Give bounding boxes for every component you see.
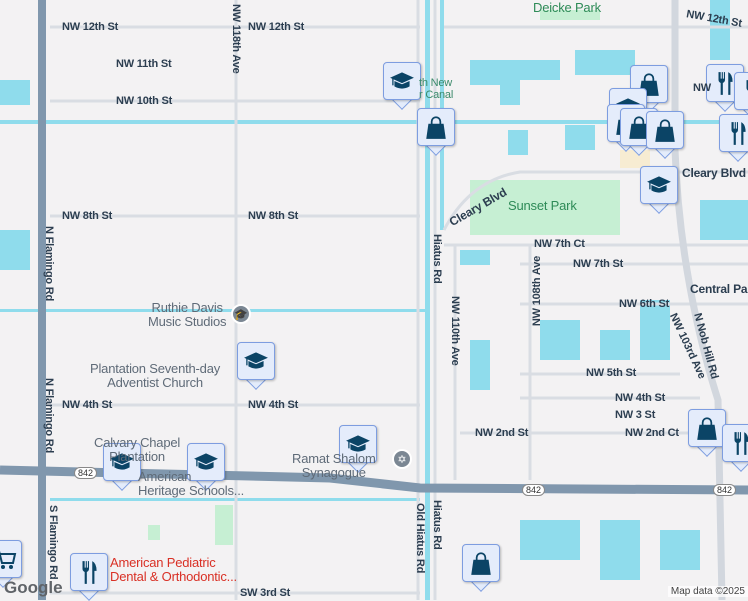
street-label: NW 118th Ave: [230, 4, 242, 74]
poi-label-ruthie-davis[interactable]: Ruthie Davis Music Studios: [148, 300, 227, 329]
shopping-marker[interactable]: [688, 409, 726, 457]
street-label: SW 3rd St: [240, 587, 291, 599]
route-shield: 842: [713, 484, 737, 496]
graduation-cap-icon: [390, 72, 414, 89]
shopping-bag-icon: [696, 417, 718, 441]
shopping-marker[interactable]: [646, 111, 684, 159]
school-marker[interactable]: [237, 342, 275, 390]
street-label: NW 4th St: [62, 399, 113, 411]
street-label: Cleary Blvd: [682, 166, 746, 180]
school-marker[interactable]: [640, 166, 678, 214]
shopping-bag-icon: [654, 119, 676, 143]
school-marker[interactable]: [339, 425, 377, 473]
park-label[interactable]: Deicke Park: [533, 0, 601, 15]
street-label: NW 11th St: [116, 58, 172, 70]
school-marker[interactable]: [103, 443, 141, 491]
restaurant-marker[interactable]: [734, 72, 748, 120]
route-shield: 842: [74, 467, 98, 479]
canal-label: th New r Canal: [419, 77, 454, 101]
street-label: S Flamingo Rd: [47, 505, 59, 580]
street-label: NW 7th Ct: [534, 238, 585, 250]
parks: [148, 10, 620, 545]
street-label: NW 5th St: [586, 367, 637, 379]
shopping-bag-icon: [425, 116, 447, 140]
street-label: NW 3 St: [615, 409, 656, 421]
street-label: NW: [693, 82, 711, 94]
graduation-cap-icon: [647, 176, 671, 193]
fork-knife-icon: [746, 80, 748, 103]
street-network: [50, 0, 748, 600]
grocery-marker[interactable]: [0, 540, 22, 588]
poi-label-plantation-church[interactable]: Plantation Seventh-day Adventist Church: [90, 361, 221, 390]
street-label: N Flamingo Rd: [43, 226, 55, 302]
street-label: Central Pa: [690, 282, 748, 296]
fork-knife-icon: [731, 122, 746, 145]
street-label: N Flamingo Rd: [43, 378, 55, 454]
restaurant-marker[interactable]: [722, 424, 748, 472]
graduation-cap-icon: [244, 352, 268, 369]
restaurant-marker[interactable]: [719, 114, 748, 162]
street-label: NW 4th St: [615, 392, 666, 404]
poi-label-pediatric-dental[interactable]: American Pediatric Dental & Orthodontic.…: [110, 555, 237, 584]
fork-knife-icon: [734, 432, 748, 455]
restaurant-marker[interactable]: [70, 553, 108, 601]
poi-label-ramat-shalom[interactable]: Ramat Shalom Synagogue: [292, 451, 376, 480]
poi-label-calvary[interactable]: Calvary Chapel Plantation: [94, 435, 181, 464]
map-attribution[interactable]: Map data ©2025: [667, 586, 748, 597]
street-label: Hiatus Rd: [431, 234, 443, 284]
poi-label-american-heritage[interactable]: American Heritage Schools...: [138, 469, 245, 498]
street-label: NW 8th St: [248, 210, 299, 222]
street-label: NW 7th St: [573, 258, 624, 270]
shopping-cart-icon: [0, 550, 16, 570]
street-label: NW 12th St: [62, 21, 119, 33]
street-label: Hiatus Rd: [431, 500, 443, 550]
street-label: NW 110th Ave: [449, 296, 461, 366]
street-label: NW 108th Ave: [531, 255, 544, 327]
google-logo: Google: [4, 578, 63, 597]
school-marker[interactable]: [187, 443, 225, 491]
school-marker[interactable]: [383, 62, 421, 110]
street-label: NW 8th St: [62, 210, 113, 222]
synagogue-pin-icon[interactable]: ✡: [392, 449, 412, 469]
street-label: NW 2nd St: [475, 427, 529, 439]
shopping-marker[interactable]: [462, 544, 500, 592]
street-label: NW 4th St: [248, 399, 299, 411]
street-label: NW 2nd Ct: [625, 427, 679, 439]
fork-knife-icon: [82, 561, 97, 584]
highway-842: [0, 465, 748, 495]
shopping-bag-icon: [470, 552, 492, 576]
street-label: NW 6th St: [619, 298, 670, 310]
shopping-marker[interactable]: [417, 108, 455, 156]
school-pin-icon[interactable]: 🎓: [231, 304, 251, 324]
street-label: NW 10th St: [116, 95, 173, 107]
flamingo-road: [38, 0, 46, 600]
street-label: NW 12th St: [248, 21, 305, 33]
park-label[interactable]: Sunset Park: [508, 198, 577, 213]
street-label: Old Hiatus Rd: [414, 503, 426, 574]
route-shield: 842: [522, 484, 546, 496]
